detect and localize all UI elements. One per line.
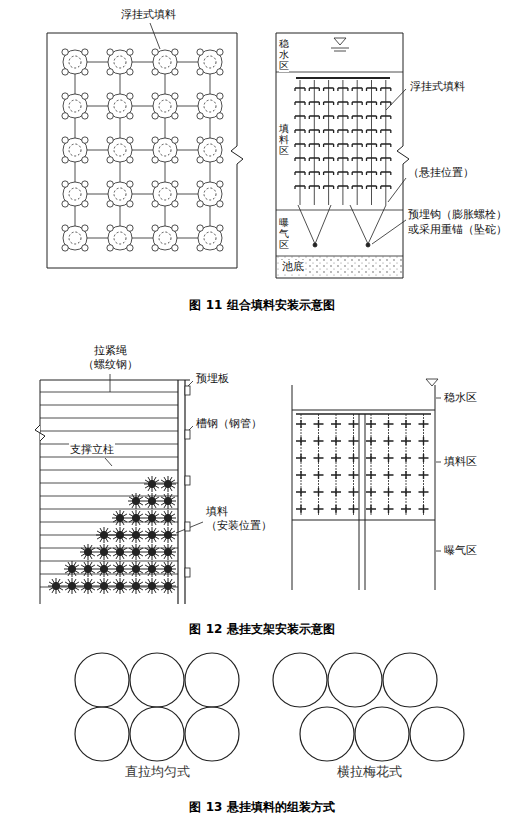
zone-label: 曝气区 [443, 544, 478, 557]
figure-caption: 图 11 组合填料安装示意图 [188, 298, 335, 312]
part-label: 或采用重锚（坠砣） [407, 223, 508, 236]
zone-label: 稳水区 [279, 37, 289, 72]
break-line [397, 33, 409, 278]
arrangement-label: 横拉梅花式 [336, 764, 403, 780]
part-label: 拉紧绳 [93, 344, 128, 357]
part-label: 槽钢（钢管） [195, 417, 263, 430]
break-line [231, 33, 243, 268]
tank-wall [276, 33, 403, 278]
hanging-filler [295, 80, 391, 247]
part-label: 填料 [205, 505, 229, 518]
part-label: 支撑立柱 [69, 443, 115, 456]
zone-line [276, 72, 403, 256]
support-bar [296, 77, 390, 79]
anchor-rope [298, 205, 386, 244]
zone-label: 稳水区 [443, 391, 478, 404]
leader-line [150, 23, 160, 49]
tie-rod [40, 386, 190, 587]
zone-label: 填料区 [443, 455, 478, 468]
plan-filler [62, 49, 223, 251]
leader-line [372, 89, 406, 244]
part-label: 浮挂式填料 [120, 8, 177, 21]
water-level [426, 379, 438, 386]
filler-tuft [48, 476, 176, 594]
frame [40, 380, 190, 604]
part-label: （螺纹钢） [82, 358, 139, 371]
part-label: 预埋板 [195, 372, 230, 385]
channel-steel [178, 380, 185, 604]
arrangement-label: 直拉均匀式 [124, 764, 191, 780]
zone-label: 曝气区 [279, 216, 289, 251]
break-line [35, 425, 45, 441]
figure-caption: 图 12 悬挂支架安装示意图 [188, 622, 335, 636]
support-bar [296, 413, 431, 415]
zone-label: 填料区 [279, 122, 289, 157]
water-level [331, 38, 349, 51]
hanging-filler [296, 414, 429, 515]
plan-frame [47, 33, 237, 268]
part-label: （安装位置） [205, 519, 273, 532]
leader-line [436, 398, 441, 551]
filler-arrangement [75, 653, 464, 761]
part-label: 预埋钩（膨胀螺栓） [407, 208, 508, 221]
zone-label: 池底 [281, 260, 305, 273]
support-column [359, 414, 365, 590]
part-label: （悬挂位置） [407, 166, 475, 179]
tank-bottom [277, 256, 402, 277]
part-label: 浮挂式填料 [409, 80, 466, 93]
figure-caption: 图 13 悬挂填料的组装方式 [188, 800, 335, 814]
tank-wall [292, 385, 435, 590]
